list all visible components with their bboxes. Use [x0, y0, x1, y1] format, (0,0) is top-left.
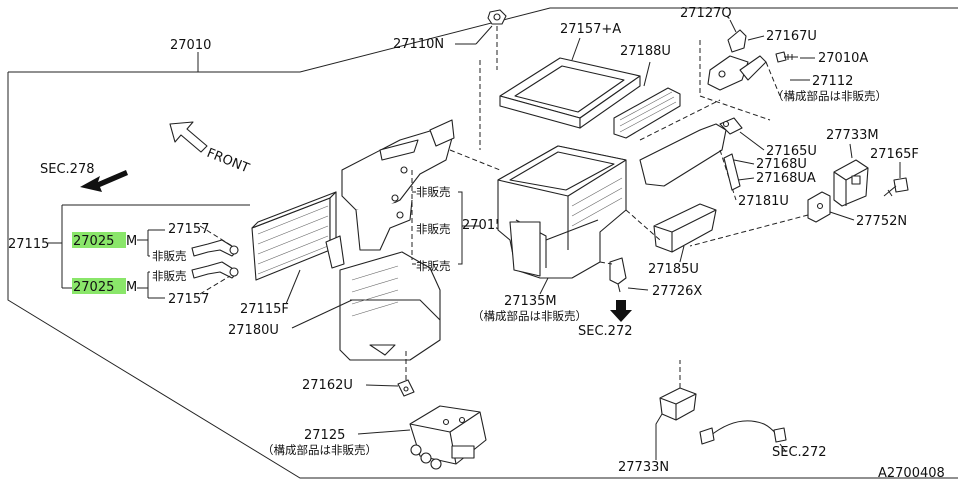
hibanbai-bracket [411, 170, 480, 265]
label-27157-top[interactable]: 27157 [168, 222, 209, 237]
label-27168ua[interactable]: 27168UA [756, 171, 816, 186]
bracket-27115 [48, 204, 250, 289]
bracket-27752n [807, 191, 831, 223]
link-27165u [719, 117, 743, 135]
label-27115f[interactable]: 27115F [240, 302, 289, 317]
label-27010[interactable]: 27010 [170, 38, 211, 53]
label-27181u[interactable]: 27181U [738, 194, 789, 209]
label-27110n[interactable]: 27110N [393, 37, 444, 52]
label-27015[interactable]: 27015 [462, 218, 503, 233]
evaporator-core [251, 191, 337, 281]
note-27112: （構成部品は非販売） [772, 89, 887, 103]
label-27726x[interactable]: 27726X [652, 284, 702, 299]
front-label: FRONT [205, 146, 252, 177]
upper-left-housing [341, 119, 455, 251]
label-27733m[interactable]: 27733M [826, 128, 879, 143]
label-27165u[interactable]: 27165U [766, 144, 817, 159]
label-27157-bottom[interactable]: 27157 [168, 292, 209, 307]
sensor-wire [699, 420, 787, 445]
label-27025m-bottom[interactable]: 27025 [73, 280, 114, 295]
reference-code: A2700408 [878, 466, 945, 480]
heater-housing-lower [339, 251, 441, 361]
label-27165f[interactable]: 27165F [870, 147, 919, 162]
label-27168u[interactable]: 27168U [756, 157, 807, 172]
clip-part [325, 235, 345, 269]
label-sec272-mid[interactable]: SEC.272 [578, 324, 633, 339]
assembly-frame [7, 7, 958, 479]
label-27010a[interactable]: 27010A [818, 51, 868, 66]
label-27733n[interactable]: 27733N [618, 460, 669, 475]
label-27167u[interactable]: 27167U [766, 29, 817, 44]
screw-27165f-icon [883, 177, 909, 197]
highlight-27025m-bottom [72, 278, 126, 294]
label-27180u[interactable]: 27180U [228, 323, 279, 338]
motor-27733m [833, 159, 869, 207]
intake-housing [497, 145, 627, 279]
sensor-27733n [659, 387, 697, 421]
note-27135m: （構成部品は非販売） [472, 309, 587, 323]
label-27188u[interactable]: 27188U [620, 44, 671, 59]
label-27157a[interactable]: 27157+A [560, 22, 621, 37]
label-hibanbai-left1: 非販売 [152, 249, 187, 263]
sec278-arrow-icon [80, 170, 128, 192]
label-27025m-bottom-suffix: M [126, 280, 137, 295]
lever-27127q [707, 29, 767, 91]
label-27127q[interactable]: 27127Q [680, 6, 732, 21]
label-sec272-bottom[interactable]: SEC.272 [772, 445, 827, 460]
label-27025m-top-suffix: M [126, 234, 137, 249]
door-27181u [639, 123, 727, 187]
leader-lines-27025m [137, 229, 165, 299]
label-27752n[interactable]: 27752N [856, 214, 907, 229]
label-27135m[interactable]: 27135M [504, 294, 557, 309]
sec272-mid-arrow-icon [610, 300, 632, 322]
heater-unit-27125 [409, 405, 487, 470]
label-hibanbai-top: 非販売 [416, 185, 451, 199]
filter-frame-27157a [499, 57, 641, 129]
link-27168u [723, 153, 741, 191]
label-hibanbai-mid: 非販売 [416, 222, 451, 236]
label-27025m-top[interactable]: 27025 [73, 234, 114, 249]
label-hibanbai-low: 非販売 [416, 259, 451, 273]
highlight-27025m-top [72, 232, 126, 248]
note-27125: （構成部品は非販売） [262, 443, 377, 457]
screw-27010a-icon [775, 51, 798, 63]
front-arrow-icon [169, 121, 208, 153]
label-27112[interactable]: 27112 [812, 74, 853, 89]
part-27185u [653, 203, 717, 253]
label-27115[interactable]: 27115 [8, 237, 49, 252]
nut-27110n-icon [487, 9, 507, 25]
label-27185u[interactable]: 27185U [648, 262, 699, 277]
sec278-label[interactable]: SEC.278 [40, 162, 95, 177]
actuator-27726x [609, 257, 627, 293]
clip-27162u [397, 379, 415, 397]
label-27125[interactable]: 27125 [304, 428, 345, 443]
expansion-valve-pipes [191, 225, 239, 295]
filter-27188u [613, 87, 681, 139]
label-hibanbai-left2: 非販売 [152, 269, 187, 283]
label-27162u[interactable]: 27162U [302, 378, 353, 393]
